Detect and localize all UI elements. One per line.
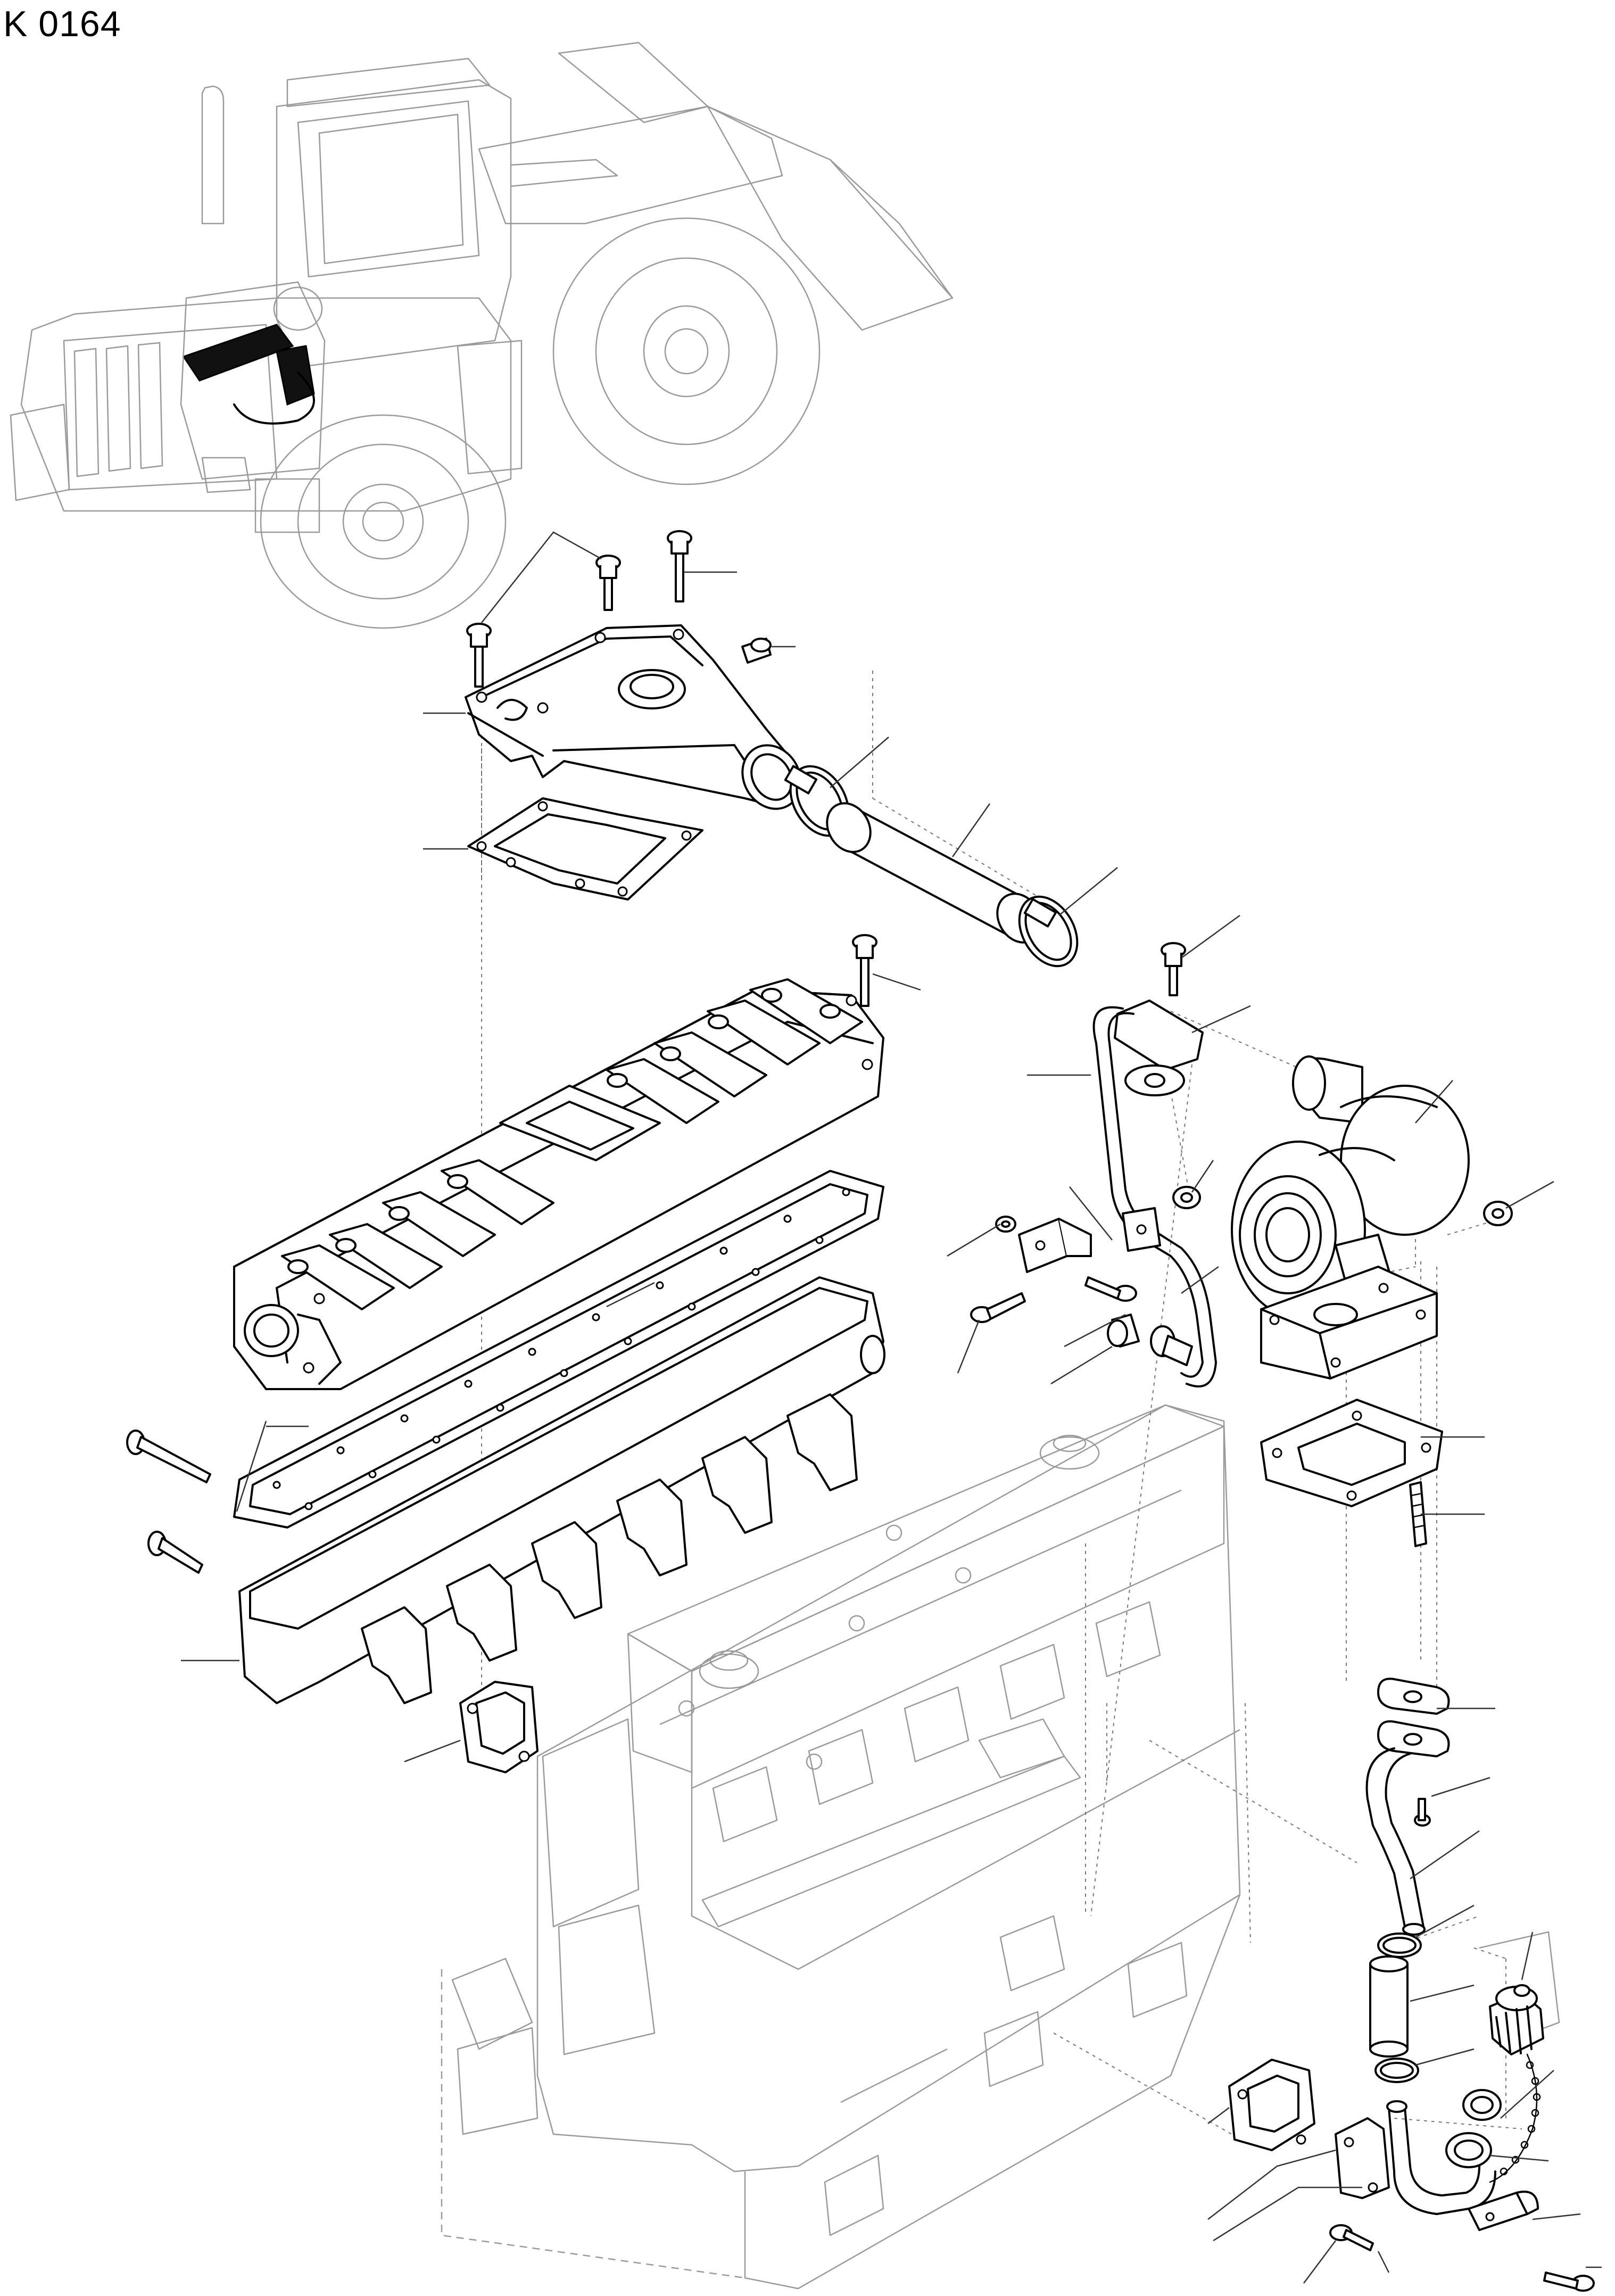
figure-code: K 0164 xyxy=(3,4,121,44)
stud xyxy=(1409,1481,1427,1547)
exhaust-manifold xyxy=(126,1276,885,1773)
threaded-plug-1 xyxy=(741,638,772,664)
intake-manifold xyxy=(233,934,884,1390)
pipe-clamp xyxy=(1468,2191,1539,2231)
clip-bolt xyxy=(1084,1276,1137,1302)
flange-bolt-3 xyxy=(667,530,692,602)
drain-port-gasket xyxy=(1228,2059,1315,2151)
drain-flange xyxy=(1377,1720,1450,1757)
drain-pipe-bolt xyxy=(1414,1798,1431,1827)
drain-hose-clamp-2 xyxy=(1374,2058,1419,2083)
flange-bolt-1 xyxy=(466,623,492,688)
oil-drain-assembly xyxy=(1228,1678,1595,2292)
drain-elbow xyxy=(1335,2100,1496,2215)
exhaust-ports xyxy=(361,1393,858,1704)
banjo-fitting xyxy=(1107,1314,1140,1348)
alignment-lines xyxy=(481,671,1522,2145)
sealing-ring xyxy=(1462,2089,1502,2121)
nut-small xyxy=(1172,1186,1201,1209)
exhaust-port-gasket xyxy=(459,1681,539,1773)
retaining-chain xyxy=(1489,2053,1541,2183)
oil-feed-pipe xyxy=(970,942,1217,1387)
feed-pipe-gasket xyxy=(1124,1064,1185,1096)
gasket-holes xyxy=(272,1188,850,1510)
pipe-connector xyxy=(1150,1325,1193,1366)
leader-lines xyxy=(181,531,1602,2284)
manifold-gasket xyxy=(233,1170,884,1529)
intake-elbow-assembly xyxy=(465,530,1079,968)
threaded-adapter xyxy=(1445,2132,1492,2168)
manifold-bolt-top xyxy=(852,934,877,1007)
wheel-loader-overview xyxy=(10,42,954,629)
feed-pipe-bolt xyxy=(1161,942,1186,996)
turbo-gasket xyxy=(1260,1399,1443,1507)
turbo-nut xyxy=(1483,1201,1513,1226)
drain-gasket-top xyxy=(1377,1678,1450,1715)
flange-bolt-2 xyxy=(595,555,621,611)
support-bracket xyxy=(1018,1218,1092,1273)
exhaust-manifold-bolt-2 xyxy=(147,1531,203,1574)
pipe-support-clip xyxy=(1122,1207,1161,1252)
elbow-bolt xyxy=(1329,2224,1374,2251)
turbocharger xyxy=(1231,1055,1513,1380)
exhaust-manifold-bolt-1 xyxy=(126,1430,211,1483)
drain-hose-clamp-1 xyxy=(1377,1932,1422,1958)
engine-block-ghost xyxy=(441,1404,1241,2290)
drain-hose xyxy=(1369,1955,1409,2058)
elbow-gasket xyxy=(467,797,703,901)
washer-small xyxy=(995,1216,1016,1233)
drain-cap xyxy=(1489,1984,1544,2055)
intake-hose xyxy=(826,802,1042,944)
hose-clamp-2 xyxy=(1018,895,1079,968)
bracket-bolt xyxy=(970,1292,1026,1323)
clamp-bolt xyxy=(1543,2272,1595,2292)
